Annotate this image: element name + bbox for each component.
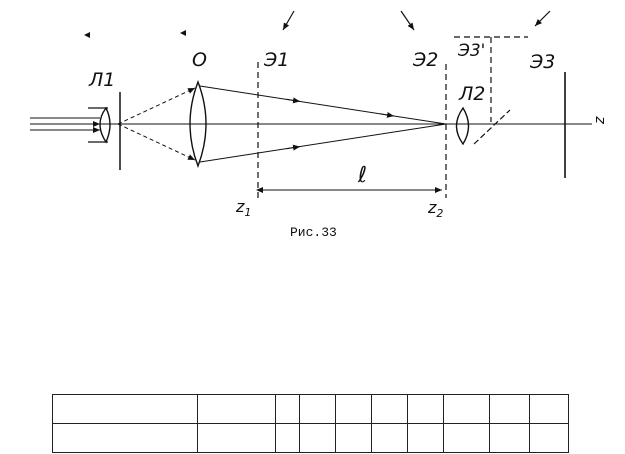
table-cell [275, 394, 300, 424]
pointer-arrow-1 [282, 10, 295, 31]
table-cell [443, 423, 490, 453]
ray-arrow-top-2 [379, 111, 395, 118]
table-cell [489, 394, 530, 424]
table-cell [299, 394, 336, 424]
table-cell [529, 394, 569, 424]
table-cell [489, 423, 530, 453]
diverging-ray-top [117, 87, 196, 125]
pointer-arrow-2 [400, 10, 415, 31]
lens-l1-shape [99, 106, 111, 144]
ray-arrow-top-1 [285, 97, 301, 104]
mirror-diagonal [473, 109, 511, 145]
table-row [52, 423, 569, 453]
table-cell [197, 423, 276, 453]
table-cell [197, 394, 276, 424]
top-marker-1 [84, 32, 90, 38]
table-cell [443, 394, 490, 424]
screen-e3-prime-label: Э3' [457, 41, 485, 61]
data-table [52, 394, 569, 453]
screen-e3-label: Э3 [529, 51, 555, 73]
table-cell [299, 423, 336, 453]
table-cell [371, 423, 408, 453]
screen-e2-label: Э2 [412, 49, 438, 71]
table-row [52, 394, 569, 424]
converging-ray-bottom [199, 123, 447, 163]
screen-e1-label: Э1 [263, 49, 289, 71]
optical-scheme-diagram: Л1 О Э1 Э2 Э3' Л2 Э3 z ℓ z1 z2 Рис.33 [30, 10, 608, 240]
table-cell [371, 394, 408, 424]
lens-l1-label: Л1 [88, 69, 115, 91]
axis-z-label: z [592, 116, 608, 125]
table-cell [52, 423, 198, 453]
table-cell [52, 394, 198, 424]
table-cell [335, 394, 372, 424]
objective-lens-shape [189, 80, 207, 168]
lens-l2-shape [455, 106, 470, 146]
figure-caption: Рис.33 [290, 225, 337, 240]
converging-ray-top [199, 85, 447, 125]
table-cell [529, 423, 569, 453]
top-marker-2 [180, 30, 186, 36]
pointer-arrow-3 [534, 10, 551, 27]
z1-label: z1 [235, 197, 251, 219]
table-cell [407, 423, 444, 453]
distance-label: ℓ [357, 163, 367, 188]
table-cell [275, 423, 300, 453]
table-cell [407, 394, 444, 424]
objective-label: О [192, 49, 207, 71]
diverging-ray-bottom [117, 123, 196, 161]
ray-arrow-bottom-1 [285, 144, 301, 151]
z2-label: z2 [427, 198, 443, 220]
lens-l2-label: Л2 [458, 83, 485, 105]
table-cell [335, 423, 372, 453]
